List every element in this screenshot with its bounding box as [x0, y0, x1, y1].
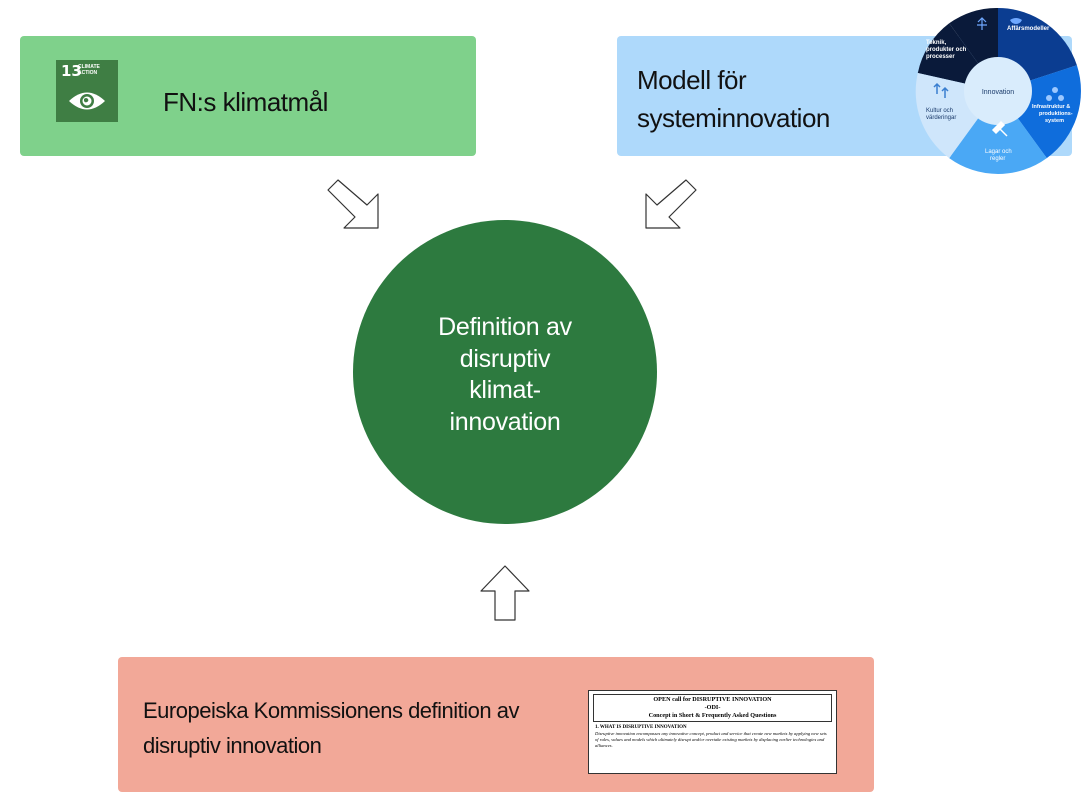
eye-globe-icon	[69, 92, 105, 110]
document-heading-line3: Concept in Short & Frequently Asked Ques…	[648, 712, 777, 719]
gavel-icon	[991, 120, 1008, 137]
handshake-icon	[1010, 18, 1022, 24]
document-heading: OPEN call for DISRUPTIVE INNOVATION -ODI…	[593, 694, 832, 722]
wheel-center-label: Innovation	[982, 89, 1014, 96]
wheel-segment-lagar	[949, 91, 1047, 174]
arrow-down-left	[645, 179, 697, 229]
arrow-up	[480, 565, 530, 621]
sdg-box: 13 CLIMATE ACTION FN:s klimatmål	[20, 36, 476, 156]
ec-definition-label: Europeiska Kommissionens definition av d…	[143, 698, 519, 758]
wheel-center	[964, 57, 1032, 125]
network-icon	[1046, 87, 1064, 101]
wheel-label-affarsmodeller: Affärsmodeller	[1007, 26, 1050, 32]
document-heading-line1: OPEN call for DISRUPTIVE INNOVATION	[653, 696, 772, 703]
sdg-icon-title: CLIMATE ACTION	[78, 64, 100, 76]
center-definition-circle: Definition av disruptiv klimat- innovati…	[353, 220, 657, 524]
people-arrows-icon	[933, 82, 949, 98]
usb-icon	[977, 17, 987, 30]
sdg-number: 13	[61, 62, 82, 80]
climate-action-icon: 13 CLIMATE ACTION	[56, 60, 118, 122]
document-body-text: Disruptive innovation encompasses any in…	[595, 731, 827, 748]
document-section-title: 1. WHAT IS DISRUPTIVE INNOVATION	[595, 725, 687, 730]
ec-document-thumbnail: OPEN call for DISRUPTIVE INNOVATION -ODI…	[588, 690, 837, 774]
wheel-label-infrastruktur: Infrastruktur &produktions-system	[1032, 104, 1073, 124]
ec-definition-box: Europeiska Kommissionens definition av d…	[118, 657, 874, 792]
center-definition-text: Definition av disruptiv klimat- innovati…	[438, 313, 572, 436]
system-innovation-label: Modell för systeminnovation	[637, 65, 830, 133]
arrow-down-right	[327, 179, 379, 229]
sdg-label: FN:s klimatmål	[163, 87, 328, 117]
document-heading-line2: -ODI-	[704, 704, 721, 711]
